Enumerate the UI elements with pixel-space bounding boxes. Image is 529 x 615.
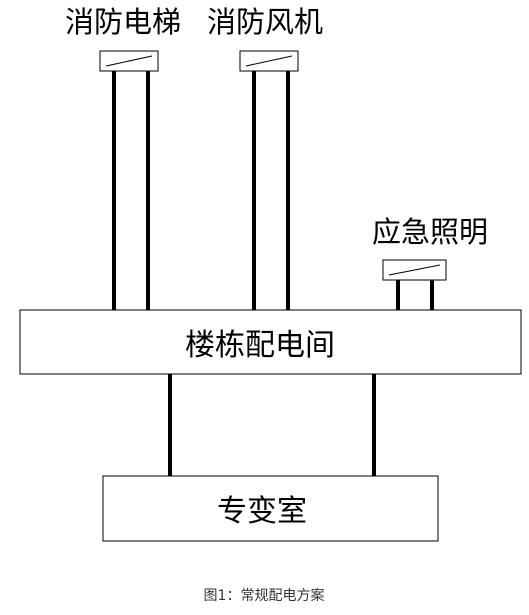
substation-box — [102, 475, 439, 542]
distribution-room-label: 楼栋配电间 — [185, 328, 335, 363]
label-fire-elevator: 消防电梯 — [65, 5, 181, 39]
emergency-lighting-box — [382, 259, 447, 281]
emergency-lighting-device — [382, 259, 447, 281]
label-emergency-lighting: 应急照明 — [372, 215, 488, 249]
substation-label: 专变室 — [217, 494, 307, 529]
fire-fan-device — [239, 50, 299, 72]
distribution-room-box — [19, 309, 522, 375]
fire-fan-diagonal — [245, 55, 293, 67]
fire-elevator-feeders — [112, 71, 150, 310]
fire-elevator-device — [99, 50, 159, 72]
fire-fan-feeders — [252, 71, 290, 310]
fire-elevator-diagonal — [105, 55, 153, 67]
emergency-lighting-diagonal — [388, 264, 441, 276]
label-fire-fan: 消防风机 — [207, 5, 323, 39]
fire-elevator-box — [99, 50, 159, 72]
emergency-lighting-feeders — [396, 280, 434, 310]
fire-fan-box — [239, 50, 299, 72]
figure-caption: 图1：常规配电方案 — [204, 587, 325, 604]
